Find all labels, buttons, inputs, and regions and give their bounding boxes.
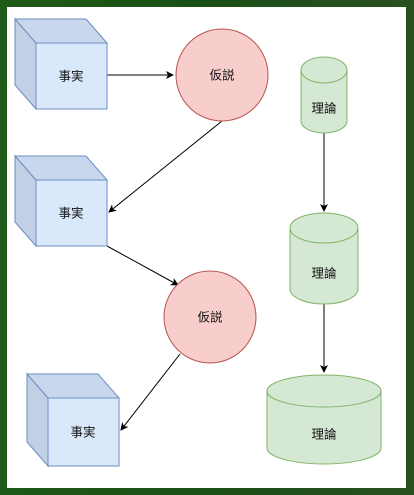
theory-node-2[interactable]: 理論	[289, 212, 359, 305]
hypothesis-node-2[interactable]: 仮説	[163, 270, 257, 364]
theory-3-label: 理論	[311, 427, 337, 442]
fact-2-front-face	[35, 179, 108, 247]
theory-3-top	[266, 374, 382, 408]
edge-hypothesis2-fact3	[120, 353, 181, 431]
fact-node-2[interactable]: 事実	[13, 154, 109, 248]
theory-2-label: 理論	[311, 266, 337, 281]
theory-2-body	[289, 227, 359, 305]
hypothesis-1-label: 仮説	[209, 68, 234, 83]
theory-3-body	[266, 390, 382, 465]
edges	[106, 71, 328, 431]
fact-node-3[interactable]: 事実	[25, 372, 121, 468]
edge-fact2-hypothesis2	[106, 245, 179, 286]
hypothesis-1-circle	[175, 28, 269, 122]
fact-3-front-face	[47, 397, 120, 467]
theory-1-top	[300, 56, 348, 84]
fact-1-label: 事実	[58, 69, 83, 84]
fact-2-label: 事実	[58, 206, 83, 221]
edge-hypothesis1-fact2	[108, 120, 223, 213]
theory-1-body	[300, 69, 348, 134]
hypothesis-node-1[interactable]: 仮説	[175, 28, 269, 122]
theory-node-3[interactable]: 理論	[266, 374, 382, 465]
fact-1-front-face	[35, 42, 108, 110]
diagram-svg: 事実 仮説 理論 事実	[13, 17, 382, 468]
theory-1-label: 理論	[311, 101, 337, 116]
diagram-canvas: 事実 仮説 理論 事実	[7, 7, 406, 488]
hypothesis-2-circle	[163, 270, 257, 364]
hypothesis-2-label: 仮説	[197, 310, 222, 325]
theory-node-1[interactable]: 理論	[300, 56, 348, 134]
fact-node-1[interactable]: 事実	[13, 17, 109, 111]
theory-2-top	[289, 212, 359, 244]
fact-3-label: 事実	[70, 425, 95, 440]
